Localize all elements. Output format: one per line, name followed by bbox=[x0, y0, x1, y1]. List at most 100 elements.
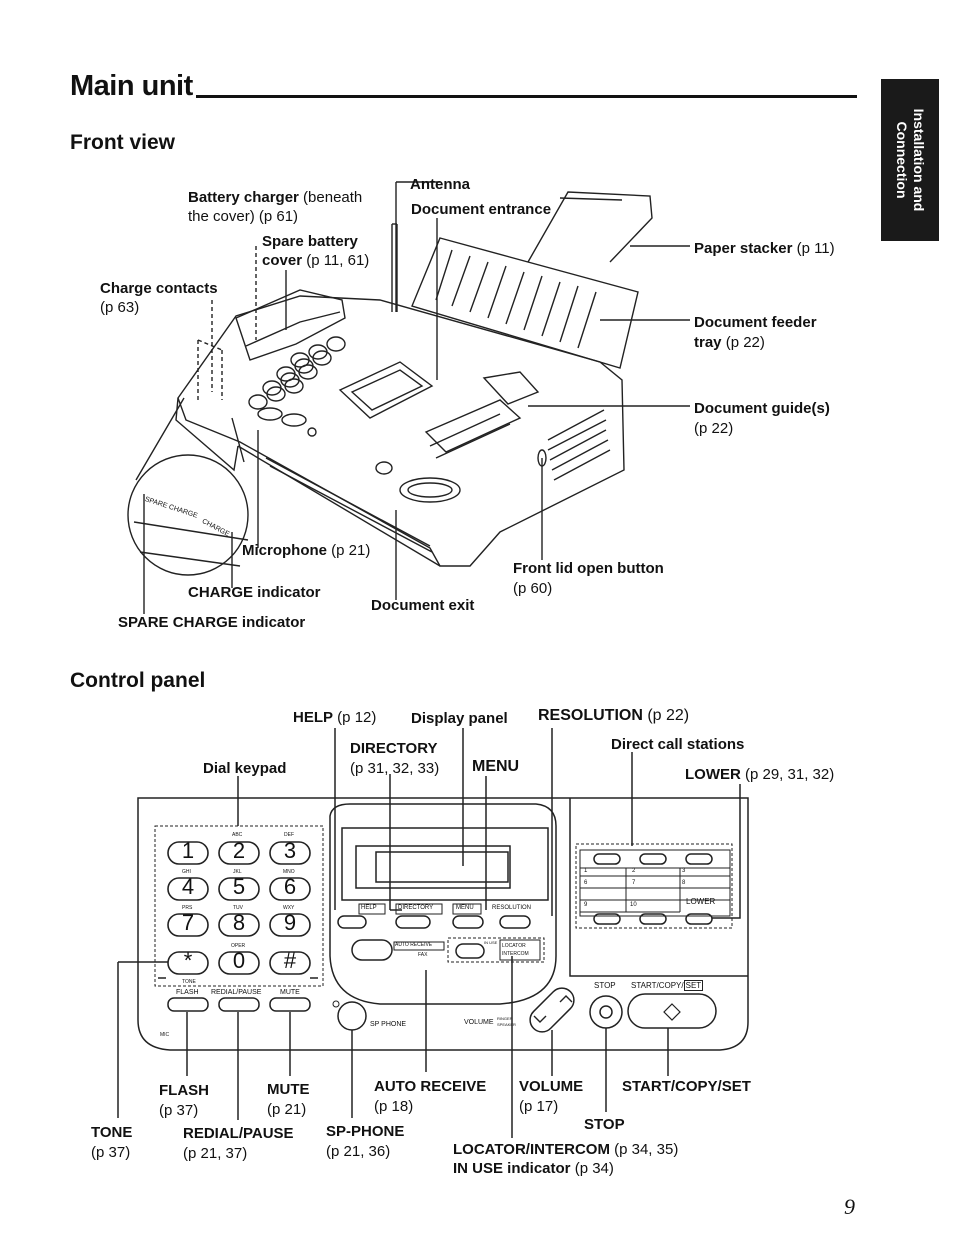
key-2[interactable]: 2 bbox=[232, 838, 246, 863]
station-9: 9 bbox=[584, 902, 588, 908]
label-document-guides: Document guide(s) bbox=[694, 400, 830, 417]
key-letters-prs: PRS bbox=[182, 905, 193, 911]
key-6[interactable]: 6 bbox=[283, 874, 297, 899]
label-paper-stacker: Paper stacker (p 11) bbox=[694, 240, 835, 257]
label-sp-phone: SP-PHONE bbox=[326, 1123, 405, 1140]
key-hash[interactable]: # bbox=[283, 948, 297, 973]
key-letters-mno: MNO bbox=[283, 869, 295, 875]
panel-redial-text: REDIAL/PAUSE bbox=[211, 989, 262, 996]
key-8[interactable]: 8 bbox=[232, 910, 246, 935]
label-charge-contacts-line2: (p 63) bbox=[100, 299, 140, 316]
panel-tone-text: TONE bbox=[182, 979, 196, 985]
panel-sp-phone-text: SP PHONE bbox=[370, 1021, 407, 1028]
label-tone-line2: (p 37) bbox=[91, 1144, 131, 1161]
station-1: 1 bbox=[584, 868, 588, 874]
label-start-copy-set: START/COPY/SET bbox=[622, 1078, 751, 1095]
label-display-panel: Display panel bbox=[411, 710, 508, 727]
key-9[interactable]: 9 bbox=[283, 910, 297, 935]
label-spare-charge-indicator: SPARE CHARGE indicator bbox=[118, 614, 306, 631]
label-directory: DIRECTORY bbox=[350, 740, 438, 757]
label-auto-receive: AUTO RECEIVE bbox=[374, 1078, 487, 1095]
page-number: 9 bbox=[844, 1194, 855, 1219]
key-5[interactable]: 5 bbox=[232, 874, 246, 899]
panel-start-copy-text: START/COPY/SET bbox=[631, 980, 704, 991]
label-direct-call-stations: Direct call stations bbox=[611, 736, 745, 753]
label-auto-receive-line2: (p 18) bbox=[374, 1098, 414, 1115]
label-sp-phone-line2: (p 21, 36) bbox=[326, 1143, 391, 1160]
key-4[interactable]: 4 bbox=[181, 874, 195, 899]
label-mute: MUTE bbox=[267, 1081, 310, 1098]
station-7: 7 bbox=[632, 880, 636, 886]
label-dial-keypad: Dial keypad bbox=[203, 760, 287, 777]
label-document-feeder-line2: tray (p 22) bbox=[694, 334, 765, 351]
station-8: 8 bbox=[682, 880, 686, 886]
front-view-heading: Front view bbox=[70, 131, 176, 154]
label-volume-line2: (p 17) bbox=[519, 1098, 559, 1115]
station-10: 10 bbox=[630, 902, 637, 908]
label-flash-line2: (p 37) bbox=[159, 1102, 199, 1119]
label-resolution: RESOLUTION (p 22) bbox=[538, 707, 690, 724]
panel-auto-receive-text: AUTO RECEIVE bbox=[395, 942, 433, 948]
label-redial-pause: REDIAL/PAUSE bbox=[183, 1125, 294, 1142]
panel-ringer-text: RINGER bbox=[497, 1016, 513, 1021]
panel-stop-text: STOP bbox=[594, 981, 616, 990]
label-help: HELP (p 12) bbox=[293, 709, 377, 726]
label-charge-contacts: Charge contacts bbox=[100, 280, 218, 297]
panel-directory-text: DIRECTORY bbox=[398, 905, 434, 911]
label-redial-pause-line2: (p 21, 37) bbox=[183, 1145, 248, 1162]
label-spare-battery-line2: cover (p 11, 61) bbox=[262, 252, 370, 269]
page-title: Main unit bbox=[70, 70, 193, 102]
panel-menu-text: MENU bbox=[456, 905, 474, 911]
key-letters-ghi: GHI bbox=[182, 869, 191, 875]
key-letters-jkl: JKL bbox=[233, 869, 242, 875]
label-directory-line2: (p 31, 32, 33) bbox=[350, 760, 440, 777]
key-letters-def: DEF bbox=[284, 832, 294, 838]
station-6: 6 bbox=[584, 880, 588, 886]
panel-mic-text: MIC bbox=[160, 1032, 170, 1038]
key-letters-abc: ABC bbox=[232, 832, 243, 838]
label-battery-charger-line2: the cover) (p 61) bbox=[188, 208, 299, 225]
label-antenna: Antenna bbox=[410, 176, 470, 193]
control-panel-heading: Control panel bbox=[70, 669, 206, 692]
panel-locator-text: LOCATOR bbox=[502, 943, 526, 949]
label-stop: STOP bbox=[584, 1116, 625, 1133]
panel-volume-text: VOLUME bbox=[464, 1019, 494, 1026]
key-3[interactable]: 3 bbox=[283, 838, 297, 863]
label-menu: MENU bbox=[472, 758, 520, 775]
panel-flash-text: FLASH bbox=[176, 989, 199, 996]
key-1[interactable]: 1 bbox=[181, 838, 195, 863]
section-tab: Installation and Connection bbox=[881, 79, 939, 241]
panel-in-use-text: IN USE bbox=[484, 940, 498, 945]
label-lower: LOWER (p 29, 31, 32) bbox=[685, 766, 835, 783]
label-document-exit: Document exit bbox=[371, 597, 475, 614]
label-front-lid: Front lid open button bbox=[513, 560, 664, 577]
label-flash: FLASH bbox=[159, 1082, 209, 1099]
label-tone: TONE bbox=[91, 1124, 133, 1141]
panel-intercom-text: INTERCOM bbox=[502, 951, 529, 957]
panel-speaker-text: SPEAKER bbox=[497, 1022, 516, 1027]
label-document-entrance: Document entrance bbox=[411, 201, 552, 218]
station-2: 2 bbox=[632, 868, 636, 874]
panel-help-text: HELP bbox=[361, 905, 377, 911]
key-letters-wxy: WXY bbox=[283, 905, 295, 911]
key-7[interactable]: 7 bbox=[181, 910, 195, 935]
label-spare-battery: Spare battery bbox=[262, 233, 358, 250]
label-volume: VOLUME bbox=[519, 1078, 584, 1095]
label-microphone: Microphone (p 21) bbox=[242, 542, 371, 559]
panel-fax-text: FAX bbox=[418, 952, 428, 958]
panel-lower-text: LOWER bbox=[686, 897, 716, 906]
label-charge-indicator: CHARGE indicator bbox=[188, 584, 321, 601]
key-letters-tuv: TUV bbox=[233, 905, 243, 911]
label-mute-line2: (p 21) bbox=[267, 1101, 307, 1118]
key-0[interactable]: 0 bbox=[232, 948, 246, 973]
panel-mute-text: MUTE bbox=[280, 989, 300, 996]
key-star[interactable]: * bbox=[183, 948, 193, 973]
station-3: 3 bbox=[682, 868, 686, 874]
label-front-lid-line2: (p 60) bbox=[513, 580, 553, 597]
label-locator-intercom: LOCATOR/INTERCOM (p 34, 35) bbox=[453, 1141, 679, 1158]
key-letters-oper: OPER bbox=[231, 943, 246, 949]
title-rule bbox=[196, 95, 857, 98]
panel-resolution-text: RESOLUTION bbox=[492, 905, 532, 911]
